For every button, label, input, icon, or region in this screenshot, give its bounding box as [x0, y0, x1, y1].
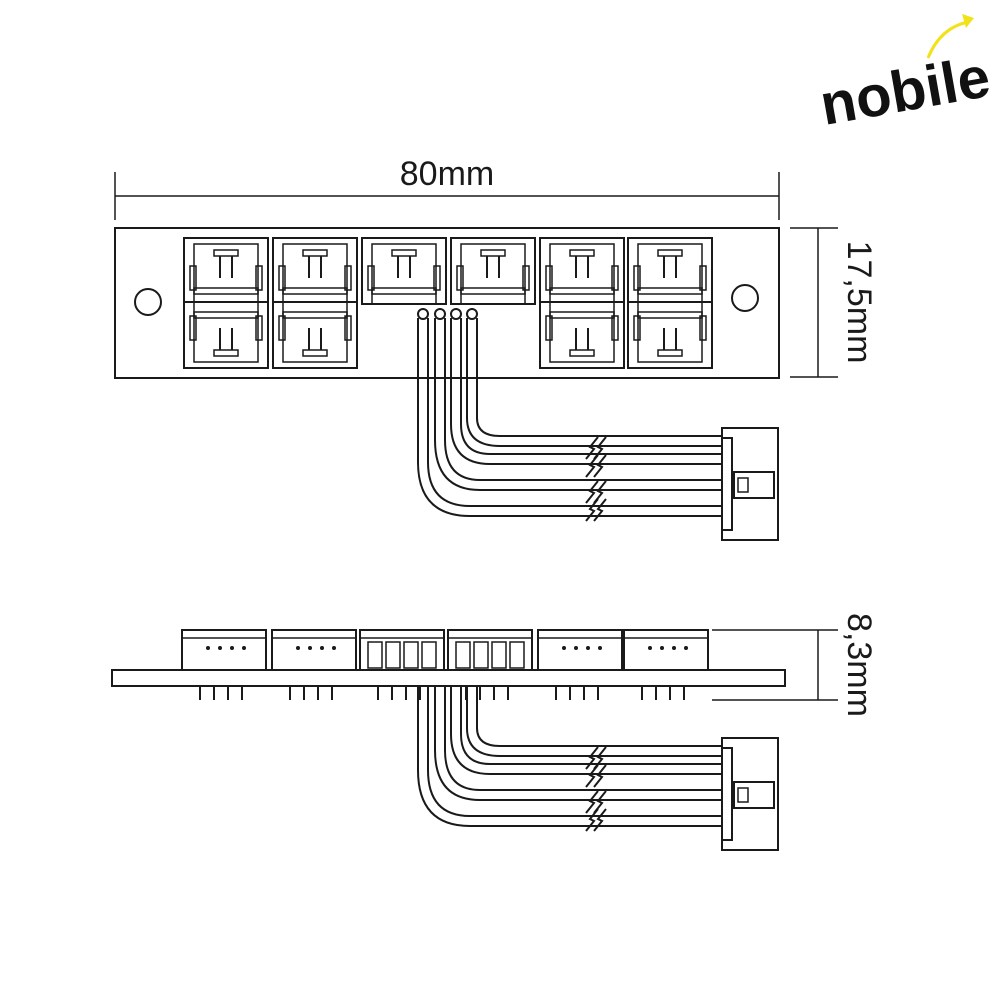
height-label: 17,5mm [840, 241, 878, 364]
socket-top-5 [539, 237, 625, 305]
side-height-label: 8,3mm [840, 613, 878, 717]
logo-swoosh [926, 20, 969, 59]
socket-bottom-6 [627, 301, 713, 369]
pcb-board-side [111, 669, 786, 687]
side-socket-3 [359, 629, 445, 671]
side-socket-5 [537, 629, 623, 671]
connector-plug-side [721, 737, 779, 851]
side-socket-6 [623, 629, 709, 671]
socket-top-6 [627, 237, 713, 305]
logo-text: nobile [815, 44, 994, 138]
mounting-hole-right [731, 284, 759, 312]
socket-top-2 [272, 237, 358, 305]
side-socket-1 [181, 629, 267, 671]
socket-top-1 [183, 237, 269, 305]
pins-2 [289, 685, 333, 701]
socket-bottom-2 [272, 301, 358, 369]
socket-top-4 [450, 237, 536, 305]
side-socket-4 [447, 629, 533, 671]
logo-swoosh-arrow [962, 14, 974, 28]
side-view: 8,3mm [111, 613, 878, 851]
width-dimension: 80mm [114, 155, 780, 220]
cable-side [417, 686, 724, 832]
pins-6 [641, 685, 685, 701]
pins-4 [465, 685, 509, 701]
socket-bottom-5 [539, 301, 625, 369]
socket-bottom-1 [183, 301, 269, 369]
pins-5 [555, 685, 599, 701]
socket-top-3 [361, 237, 447, 305]
side-height-dimension: 8,3mm [712, 613, 878, 717]
width-label: 80mm [400, 155, 494, 193]
cable-top [417, 318, 724, 522]
pins-3 [377, 685, 421, 701]
height-dimension: 17,5mm [790, 227, 878, 378]
top-view: 80mm 17,5mm [114, 155, 878, 541]
side-socket-2 [271, 629, 357, 671]
mounting-hole-left [134, 288, 162, 316]
wire-entry-points [417, 308, 478, 320]
connector-plug-top [721, 427, 779, 541]
pins-1 [199, 685, 243, 701]
brand-logo: nobile [815, 14, 995, 138]
